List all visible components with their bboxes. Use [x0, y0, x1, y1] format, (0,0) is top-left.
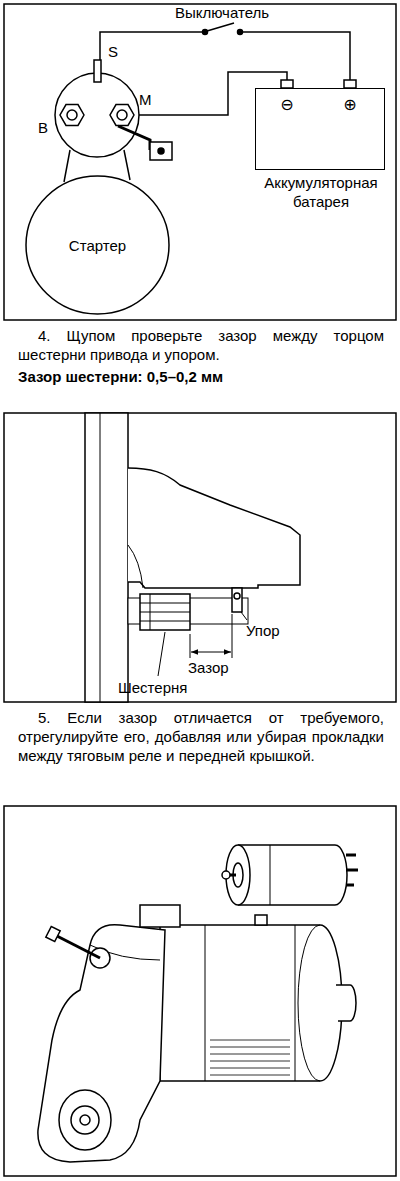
shade-stroke [210, 1075, 290, 1076]
shade-stroke [210, 1047, 290, 1048]
housing-edge [128, 545, 143, 588]
pinion-opening [59, 1090, 111, 1150]
battery-terminal [281, 80, 293, 88]
starter-body [26, 176, 169, 314]
terminal-name: M [139, 90, 152, 109]
battery-plus-wire [242, 32, 350, 80]
lever-boss [140, 905, 180, 927]
shading [210, 1040, 290, 1075]
switch-contact [238, 30, 243, 35]
yoke-seam [295, 925, 296, 1081]
extension-line [232, 614, 233, 658]
pinion-teeth [140, 594, 190, 630]
s-terminal [94, 60, 101, 82]
strap-screw [158, 148, 164, 154]
bolt-head [46, 926, 60, 941]
panel-frame [4, 4, 396, 320]
instruction-text: 5. Если зазор отличается от требуемого, … [18, 708, 384, 765]
m-terminal-stud [117, 110, 127, 120]
polarity-sign: ⊕ [343, 95, 356, 114]
stop-ring [232, 588, 242, 612]
battery-terminal [344, 80, 356, 88]
pinion [140, 594, 190, 630]
panel-frame [4, 806, 396, 1176]
pinion-hub [80, 1115, 90, 1125]
plunger-end [222, 871, 230, 879]
switch-wire [100, 32, 205, 62]
end-bearing [336, 985, 356, 1021]
battery-box: Аккумуляторная батарея [255, 88, 385, 170]
yoke-seam [205, 925, 206, 1081]
shade-stroke [210, 1040, 290, 1041]
field-terminal [255, 915, 267, 925]
m-terminal-nut [110, 105, 134, 126]
leader-line [241, 612, 247, 620]
stop-clip [234, 593, 240, 599]
part-name: Упор [246, 621, 280, 640]
front-cover [38, 925, 165, 1162]
b-terminal-stud [67, 110, 77, 120]
solenoid-body [238, 845, 347, 905]
extension-line [190, 634, 191, 658]
part-name: Шестерня [118, 678, 187, 697]
dimension-arrow [191, 652, 231, 653]
starter-circle: Стартер [25, 175, 170, 315]
solenoid-seam [270, 845, 271, 905]
b-terminal-nut [60, 105, 84, 126]
part-name: Стартер [69, 236, 126, 255]
specification: Зазор шестерни: 0,5–0,2 мм [18, 367, 384, 386]
solenoid-terminals [346, 855, 358, 885]
shade-stroke [210, 1068, 290, 1069]
mounting-flange [85, 413, 128, 702]
instruction-text: 4. Щупом проверьте зазор между торцом ше… [18, 326, 384, 364]
leader-line [158, 632, 165, 676]
solenoid-cap [55, 73, 139, 157]
flange-edge [100, 413, 101, 702]
panel-frame [4, 413, 396, 702]
yoke-edge [298, 925, 320, 1081]
shade-stroke [210, 1061, 290, 1062]
mounting-bolt [55, 935, 100, 958]
terminal-name: B [38, 118, 48, 137]
field-strap [118, 126, 150, 150]
terminal-name: S [108, 42, 118, 61]
drive-housing [128, 468, 300, 588]
dimension-label: Зазор [188, 658, 229, 677]
switch-contact [203, 30, 208, 35]
strap-block [150, 142, 172, 160]
shade-stroke [210, 1054, 290, 1055]
switch-label: Выключатель [175, 3, 269, 22]
pinion [71, 1106, 99, 1134]
battery-caption: Аккумуляторная батарея [236, 173, 400, 211]
motor-yoke [160, 925, 342, 1081]
switch-lever [207, 23, 234, 31]
polarity-sign: ⊖ [280, 95, 293, 114]
